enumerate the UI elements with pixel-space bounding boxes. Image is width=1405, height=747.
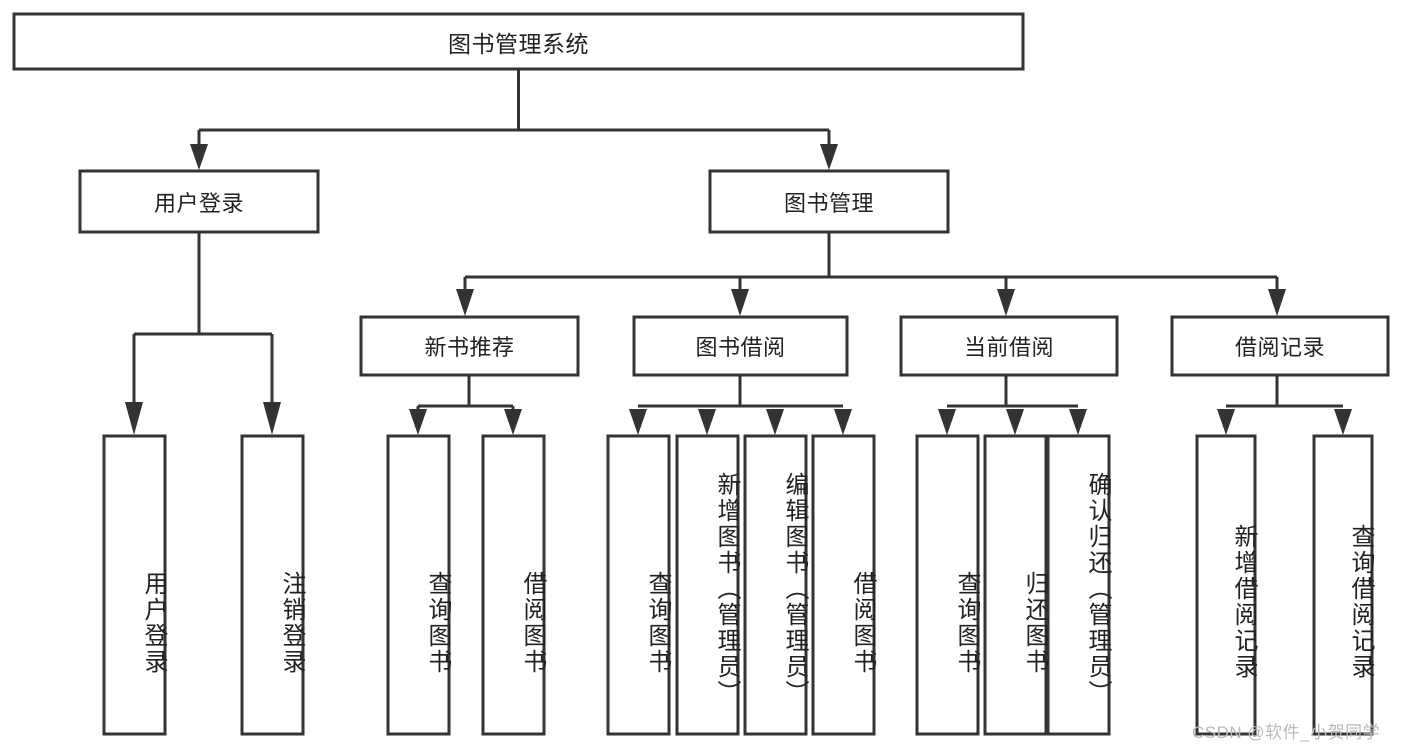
node-box-leaf-query-book-1[interactable] [386,434,451,736]
arrowhead-leaf-query-book-1 [409,409,427,435]
arrowhead-leaf-confirm-return-admin [1069,409,1087,435]
connector-group-borrow-record-to-leaves [1217,375,1352,435]
node-box-new-book-recommend[interactable] [359,315,580,377]
arrowhead-leaf-user-logout [263,402,281,435]
arrowhead-new-book-recommend [456,289,474,316]
node-box-leaf-query-borrow-record[interactable] [1312,434,1374,736]
arrowhead-book-manage [820,144,838,170]
node-box-leaf-add-book-admin[interactable] [675,434,740,736]
arrowhead-leaf-add-book-admin [698,409,716,435]
node-box-leaf-user-login[interactable] [102,434,167,736]
arrowhead-leaf-query-book-2 [629,409,647,435]
arrowhead-leaf-borrow-book-2 [834,409,852,435]
arrowhead-leaf-query-book-3 [938,409,956,435]
node-box-user-login[interactable] [78,169,320,234]
connector-group-book-borrow-to-leaves [629,375,852,435]
node-box-current-borrow[interactable] [899,315,1119,377]
arrowhead-book-borrow [731,289,749,316]
connector-group-new-book-recommend-to-leaves [409,375,522,435]
node-box-leaf-add-borrow-record[interactable] [1195,434,1257,736]
arrowhead-leaf-user-login [125,402,143,435]
node-box-leaf-query-book-2[interactable] [606,434,671,736]
connector-group-root-to-level2 [190,69,838,170]
node-box-leaf-confirm-return-admin[interactable] [1046,434,1111,736]
node-box-leaf-query-book-3[interactable] [915,434,980,736]
connector-group-current-borrow-to-leaves [938,375,1087,435]
node-box-root[interactable] [12,12,1025,71]
connector-group-user-login-to-leaves [125,232,281,435]
watermark-text: CSDN @软件_小贺同学 [1192,723,1381,742]
arrowhead-leaf-query-borrow-record [1334,409,1352,435]
arrowhead-borrow-record [1268,289,1286,316]
arrowhead-current-borrow [997,289,1015,316]
node-box-borrow-record[interactable] [1170,315,1390,377]
node-box-leaf-return-book[interactable] [983,434,1048,736]
node-box-book-manage[interactable] [708,169,950,234]
arrowhead-leaf-add-borrow-record [1217,409,1235,435]
arrowhead-leaf-edit-book-admin [766,409,784,435]
arrowhead-user-login [190,144,208,170]
node-box-leaf-borrow-book-1[interactable] [481,434,546,736]
node-box-leaf-user-logout[interactable] [240,434,305,736]
node-box-leaf-borrow-book-2[interactable] [811,434,876,736]
arrowhead-leaf-borrow-book-1 [504,409,522,435]
arrowhead-leaf-return-book [1006,409,1024,435]
node-box-book-borrow[interactable] [632,315,849,377]
connector-group-book-manage-to-level3 [456,232,1286,316]
node-box-leaf-edit-book-admin[interactable] [743,434,808,736]
